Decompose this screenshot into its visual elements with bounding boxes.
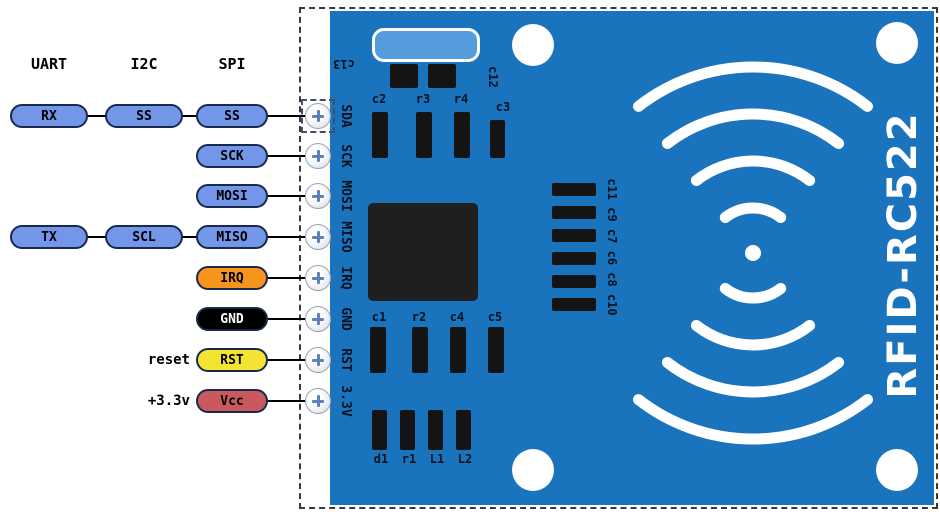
pad-slot — [316, 313, 320, 325]
label-r3: r3 — [415, 92, 431, 106]
label-r1: r1 — [401, 452, 417, 466]
header-pad-miso — [305, 224, 331, 250]
bus-header-spi: SPI — [218, 55, 246, 73]
wire-mosi-row — [230, 195, 318, 197]
mounting-hole — [876, 22, 918, 64]
mounting-hole — [512, 449, 554, 491]
label-d1: d1 — [373, 452, 389, 466]
label-r2: r2 — [411, 310, 427, 324]
pill-tx: TX — [10, 225, 88, 249]
pill-irq: IRQ — [196, 266, 268, 290]
smd-c2 — [372, 112, 388, 158]
bus-header-uart: UART — [30, 55, 68, 73]
pad-slot — [316, 190, 320, 202]
smd-L1 — [428, 410, 443, 450]
pill-mosi: MOSI — [196, 184, 268, 208]
label-L1: L1 — [429, 452, 445, 466]
pill-ss-spi: SS — [196, 104, 268, 128]
label-r4: r4 — [453, 92, 469, 106]
label-c13: c13 — [333, 57, 355, 71]
board-name-label: RFID-RC522 — [880, 111, 926, 399]
wire-rst-row — [230, 359, 318, 361]
wire-gnd-row — [230, 318, 318, 320]
reset-prefix-label: reset — [147, 352, 190, 368]
smd-c10 — [552, 298, 596, 311]
wire-vcc-row — [230, 400, 318, 402]
label-cap-bank: c11 c9 c7 c6 c8 c10 — [605, 178, 619, 316]
pill-ss-i2c: SS — [105, 104, 183, 128]
pad-slot — [316, 354, 320, 366]
smd-c5 — [488, 327, 504, 373]
mounting-hole — [876, 449, 918, 491]
mfrc522-chip — [368, 203, 478, 301]
smd-r2 — [412, 327, 428, 373]
pill-rst: RST — [196, 348, 268, 372]
smd-c9 — [552, 206, 596, 219]
label-c4: c4 — [449, 310, 465, 324]
smd-component — [428, 64, 456, 88]
smd-component — [390, 64, 418, 88]
pill-vcc: Vcc — [196, 389, 268, 413]
mounting-hole — [512, 24, 554, 66]
smd-L2 — [456, 410, 471, 450]
header-pad-sck — [305, 143, 331, 169]
smd-c7 — [552, 229, 596, 242]
header-pad-irq — [305, 265, 331, 291]
pad-slot — [316, 395, 320, 407]
crystal-oscillator — [372, 28, 480, 62]
pill-scl: SCL — [105, 225, 183, 249]
label-c12: c12 — [486, 66, 500, 88]
header-pad-rst — [305, 347, 331, 373]
pin1-marker — [301, 99, 335, 133]
label-c5: c5 — [487, 310, 503, 324]
smd-d1 — [372, 410, 387, 450]
power-prefix-label: +3.3v — [147, 393, 190, 409]
wire-irq-row — [230, 277, 318, 279]
pad-slot — [316, 231, 320, 243]
label-c3: c3 — [495, 100, 511, 114]
header-pad-gnd — [305, 306, 331, 332]
pill-miso: MISO — [196, 225, 268, 249]
wire-sck-row — [230, 155, 318, 157]
board-pin-label-3v3: 3.3V — [338, 385, 353, 417]
smd-c11 — [552, 183, 596, 196]
smd-r3 — [416, 112, 432, 158]
smd-r4 — [454, 112, 470, 158]
header-pad-sda — [305, 103, 331, 129]
antenna-icon — [633, 61, 873, 445]
header-pad-mosi — [305, 183, 331, 209]
smd-c6 — [552, 252, 596, 265]
label-c1: c1 — [371, 310, 387, 324]
pad-slot — [316, 150, 320, 162]
pad-slot — [316, 110, 320, 122]
wire-miso-row — [48, 236, 318, 238]
pad-slot — [316, 272, 320, 284]
smd-c1 — [370, 327, 386, 373]
pill-gnd: GND — [196, 307, 268, 331]
label-L2: L2 — [457, 452, 473, 466]
pill-sck: SCK — [196, 144, 268, 168]
smd-c3 — [490, 120, 505, 158]
header-pad-3v3 — [305, 388, 331, 414]
smd-c4 — [450, 327, 466, 373]
wire-sda-row — [48, 115, 318, 117]
bus-header-i2c: I2C — [130, 55, 158, 73]
pill-rx: RX — [10, 104, 88, 128]
smd-c8 — [552, 275, 596, 288]
label-c2: c2 — [371, 92, 387, 106]
smd-r1 — [400, 410, 415, 450]
